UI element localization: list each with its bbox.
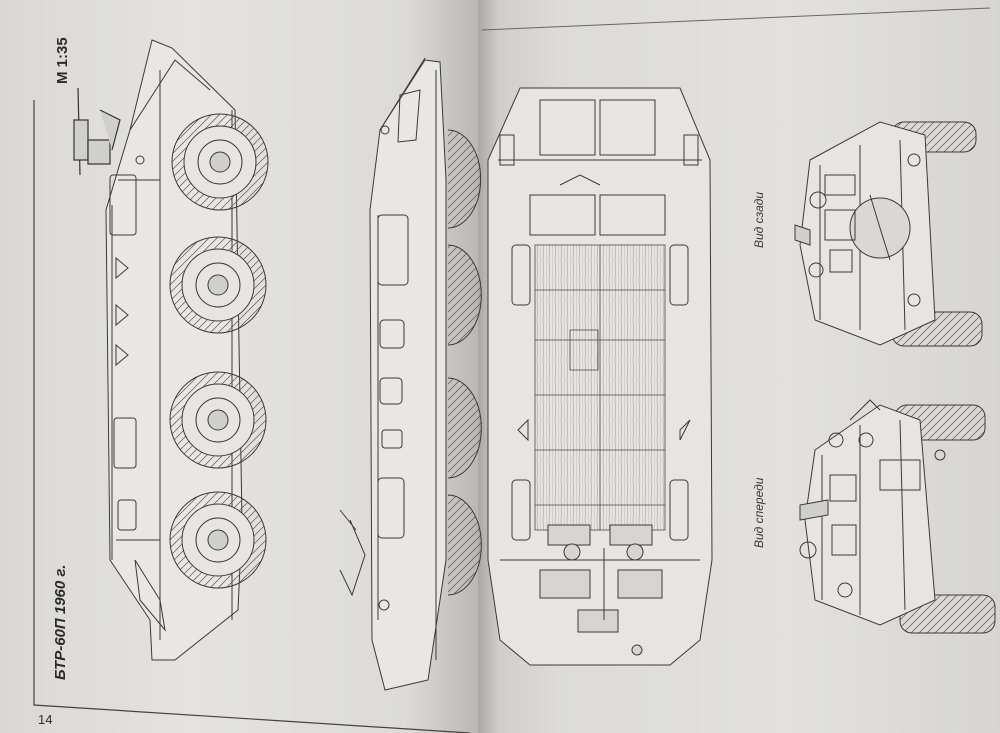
scale-label: М 1:35 [54, 37, 71, 84]
drawing-caption: БТР-60П 1960 г. [52, 564, 69, 680]
top-view-front [539, 524, 663, 656]
page-number: 14 [38, 712, 53, 727]
front-view-label: Вид спереди [752, 477, 766, 548]
front-view [799, 399, 996, 634]
rear-view [794, 121, 983, 347]
right-frame-line [481, 7, 991, 31]
side-machine-gun [73, 87, 121, 176]
rear-view-label: Вид сзади [752, 191, 766, 248]
opposite-side-wheels [447, 129, 482, 596]
opposite-side-view [339, 57, 447, 691]
side-wheels [169, 113, 269, 589]
left-frame-line [33, 100, 471, 733]
top-view-compartment [534, 244, 666, 531]
